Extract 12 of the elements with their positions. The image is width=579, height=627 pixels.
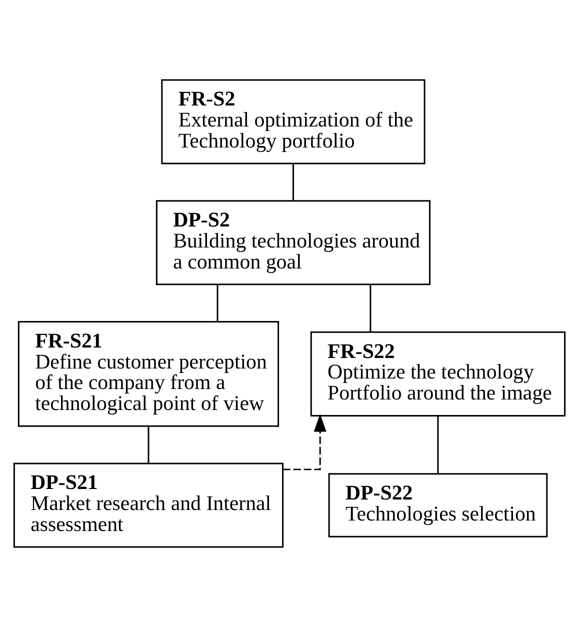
connector — [216, 284, 218, 322]
connector — [148, 426, 150, 464]
connector — [292, 164, 294, 201]
arrow — [282, 414, 326, 470]
node-box: DP-S21 Market research and Internal assessment — [13, 462, 284, 548]
node-box: FR-S2 External optimization of the Technology portfolio — [161, 79, 426, 164]
connector — [370, 284, 372, 332]
node-box: DP-S22 Technologies selection — [328, 473, 548, 538]
node-box: FR-S22 Optimize the technology Portfolio around the image — [310, 331, 566, 416]
node-box: FR-S21 Define customer perception of the company from a technological point of view — [18, 320, 280, 427]
node-box: DP-S2 Building technologies around a common goal — [156, 200, 431, 286]
connector — [437, 416, 439, 474]
